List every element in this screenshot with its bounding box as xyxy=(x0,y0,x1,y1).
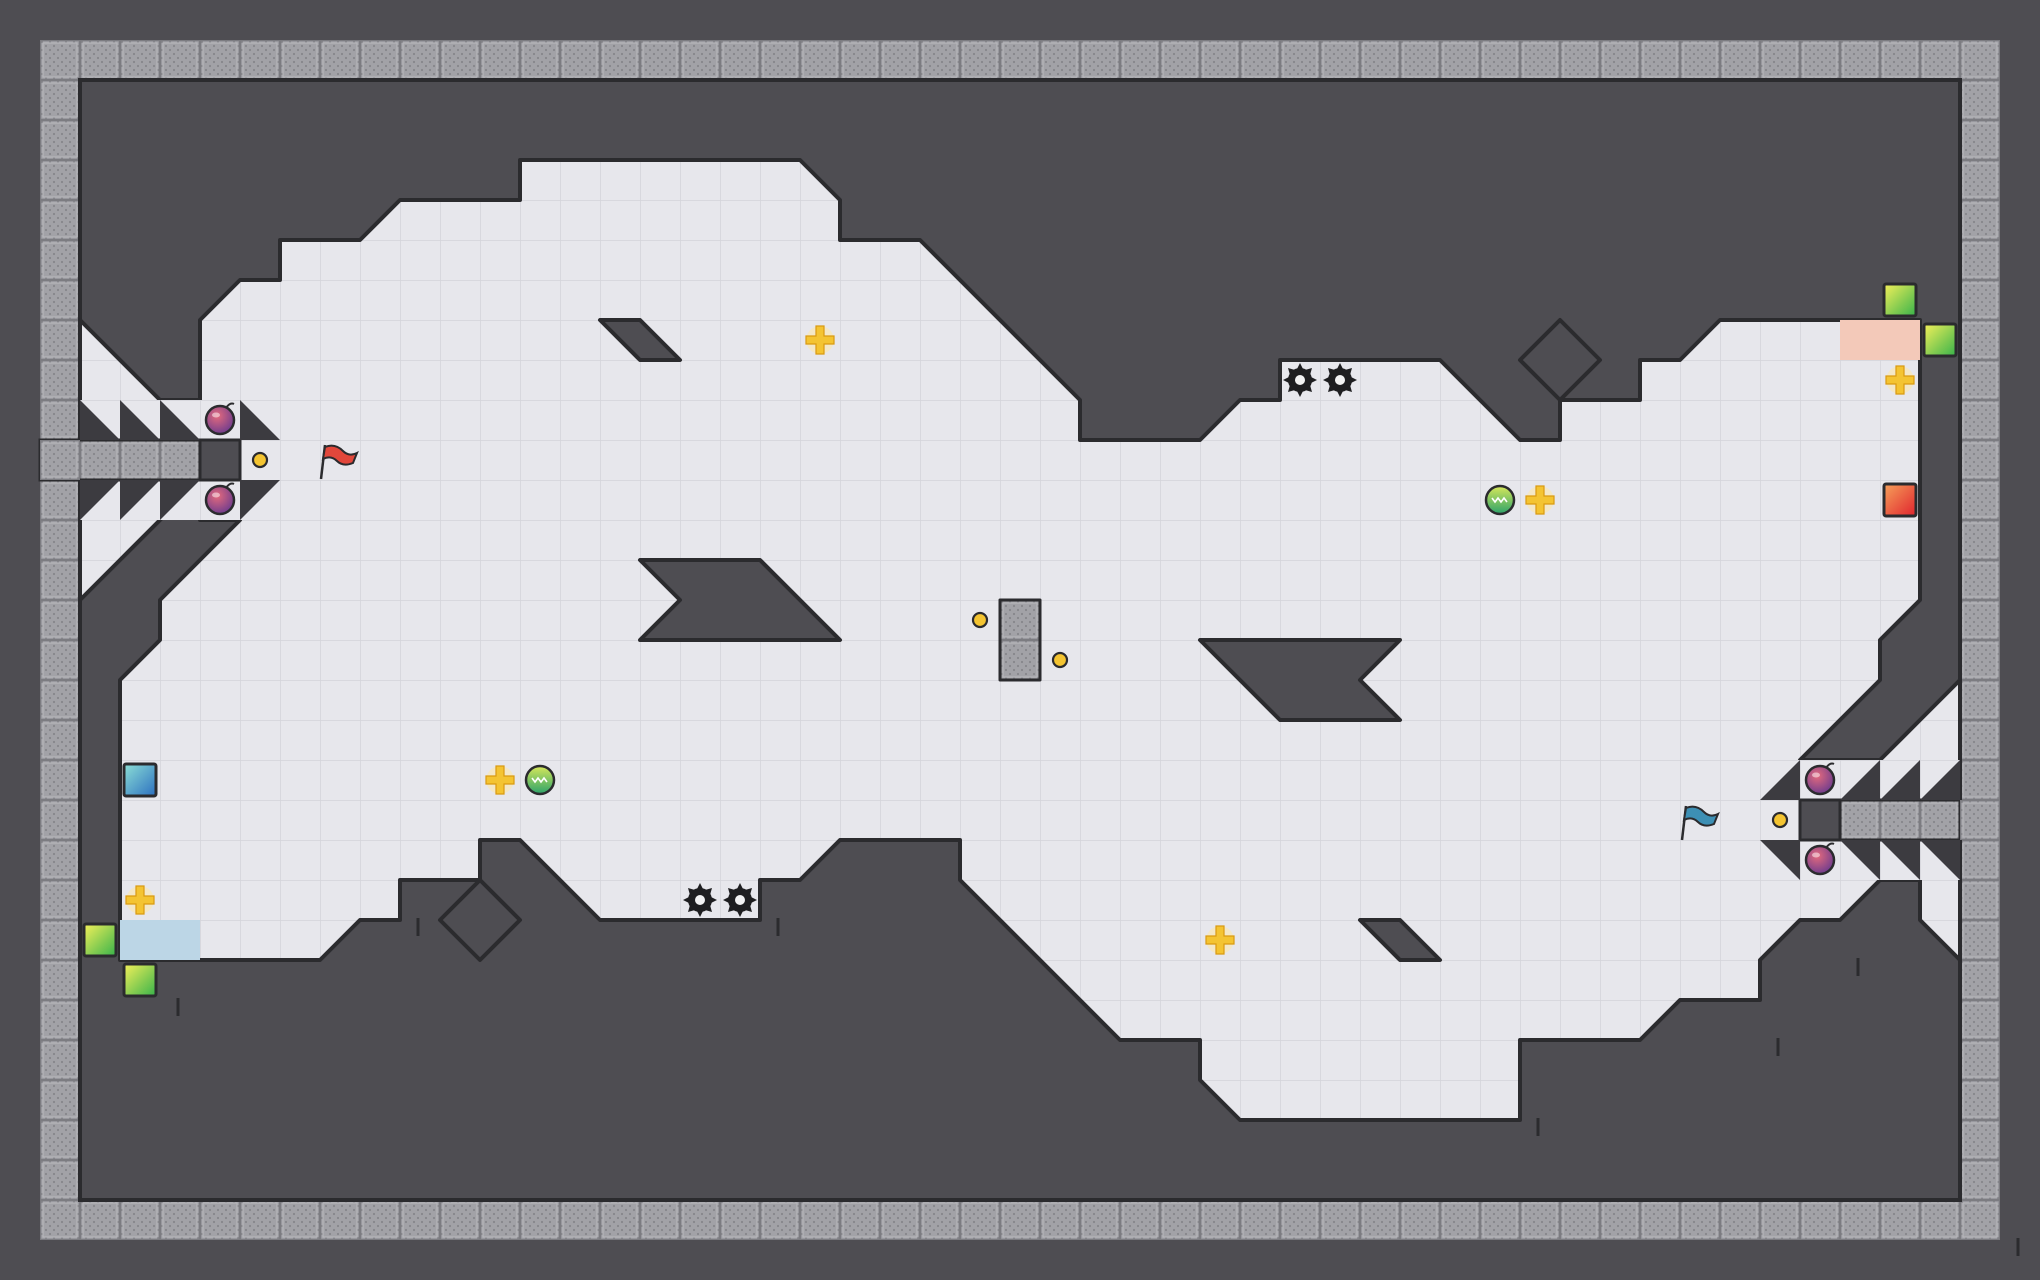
button-icon[interactable] xyxy=(971,611,989,629)
spike-icon xyxy=(1283,363,1317,397)
button-icon[interactable] xyxy=(1051,651,1069,669)
colored-tiles[interactable] xyxy=(82,282,1958,998)
spike-icon xyxy=(723,883,757,917)
speed-boost-icon[interactable] xyxy=(524,764,556,796)
green-tile-bottom-left-1 xyxy=(82,922,118,958)
button-icon[interactable] xyxy=(1771,811,1789,829)
blue-tile-left xyxy=(122,762,158,798)
green-tile-bottom-left-2 xyxy=(122,962,158,998)
red-flag-icon[interactable] xyxy=(319,444,359,480)
wall-ticks xyxy=(176,918,2020,1256)
powerup-icon[interactable] xyxy=(125,885,155,915)
speed-boost-icon[interactable] xyxy=(1484,484,1516,516)
edge-wall-tiles xyxy=(40,440,2000,840)
spike-icon xyxy=(1323,363,1357,397)
powerup-icon[interactable] xyxy=(805,325,835,355)
button-icon[interactable] xyxy=(251,451,269,469)
blue-spawn-bay xyxy=(1760,760,1962,880)
red-spawn-bay xyxy=(38,400,280,520)
powerup-icon[interactable] xyxy=(1885,365,1915,395)
red-tile-right xyxy=(1882,482,1918,518)
powerup-icon[interactable] xyxy=(485,765,515,795)
interior-walls xyxy=(438,318,1602,962)
spike-icon xyxy=(683,883,717,917)
powerup-icon[interactable] xyxy=(1525,485,1555,515)
red-team-zone xyxy=(1840,320,1920,360)
green-tile-top-right-2 xyxy=(1922,322,1958,358)
blue-team-zone xyxy=(120,920,200,960)
powerup-icon[interactable] xyxy=(1205,925,1235,955)
green-tile-top-right-1 xyxy=(1882,282,1918,318)
blue-flag-icon[interactable] xyxy=(1680,805,1720,841)
